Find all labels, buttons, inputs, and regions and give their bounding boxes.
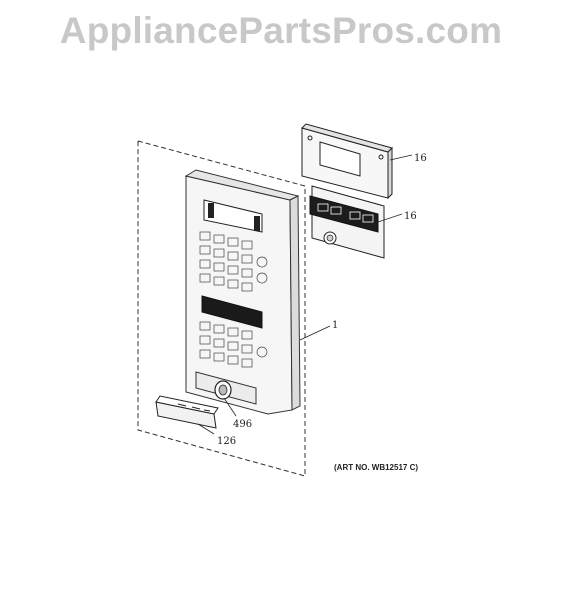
callout-door-handle: 126 (217, 436, 236, 447)
watermark: AppliancePartsPros.com (59, 10, 503, 51)
art-number: (ART NO. WB12517 C) (334, 463, 418, 472)
callout-control-board: 16 (414, 153, 427, 164)
leader-control-panel (299, 325, 331, 341)
leader-door-handle (197, 423, 215, 435)
door-handle[interactable] (155, 395, 219, 429)
knob[interactable] (214, 380, 232, 400)
callout-display-board: 16 (404, 211, 417, 222)
callout-control-panel: 1 (332, 320, 338, 331)
display-board[interactable] (309, 185, 385, 259)
control-panel[interactable] (184, 169, 301, 415)
control-board[interactable] (301, 123, 393, 200)
leader-knob (223, 397, 237, 417)
leader-control-board (389, 154, 413, 161)
callout-knob: 496 (233, 419, 252, 430)
leader-display-board (377, 213, 403, 223)
assembly-outline (137, 140, 306, 477)
